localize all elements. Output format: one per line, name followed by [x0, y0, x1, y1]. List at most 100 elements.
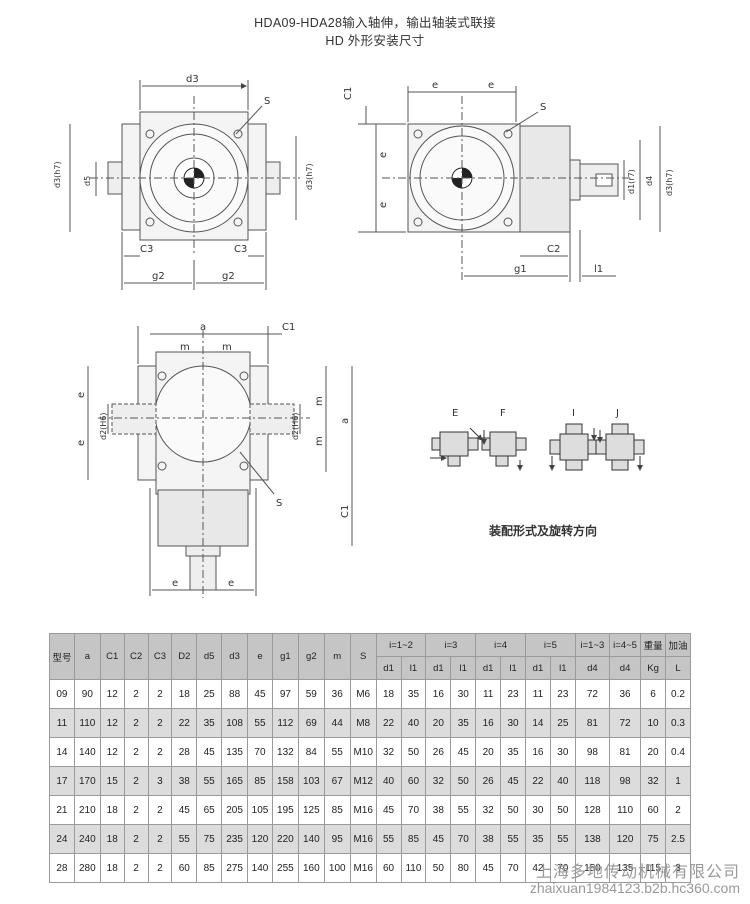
v3-label-d2-left: d2(H6) — [99, 412, 108, 440]
table-cell: 85 — [196, 853, 223, 883]
table-cell: 18 — [171, 679, 198, 709]
table-header-cell: C2 — [123, 633, 149, 680]
table-cell: 26 — [475, 766, 502, 796]
table-cell: 17 — [49, 766, 75, 796]
table-cell: 70 — [400, 795, 427, 825]
table-cell: 10 — [640, 708, 667, 738]
table-cell: 1 — [665, 766, 691, 796]
v3-label-c1: C1 — [282, 322, 295, 333]
table-header-cell: i=1~3 — [574, 633, 611, 657]
table-cell: 2 — [665, 795, 691, 825]
table-cell: 67 — [323, 766, 351, 796]
table-cell: 55 — [500, 824, 526, 854]
table-cell: 70 — [450, 824, 477, 854]
table-cell: 16 — [425, 679, 452, 709]
table-cell: 0.2 — [665, 679, 691, 709]
table-cell: 85 — [400, 824, 427, 854]
table-cell: 60 — [640, 795, 667, 825]
table-cell: 2 — [147, 795, 173, 825]
table-cell: 20 — [640, 737, 667, 767]
table-cell: 15 — [99, 766, 125, 796]
table-cell: 2.5 — [665, 824, 691, 854]
table-cell: 81 — [574, 708, 611, 738]
table-header-cell: m — [323, 633, 351, 680]
table-cell: 26 — [425, 737, 452, 767]
table-cell: 255 — [271, 853, 299, 883]
table-cell: 28 — [49, 853, 75, 883]
table-cell: M8 — [349, 708, 377, 738]
v2-label-e-down: e — [378, 202, 389, 208]
table-cell: 40 — [400, 708, 427, 738]
v1-label-g2-right: g2 — [222, 271, 235, 282]
table-cell: 75 — [196, 824, 223, 854]
table-cell: 2 — [147, 737, 173, 767]
table-cell: 88 — [221, 679, 249, 709]
table-cell: 32 — [375, 737, 402, 767]
table-cell: 59 — [297, 679, 325, 709]
table-cell: 140 — [247, 853, 273, 883]
v3-label-m-up: m — [314, 396, 325, 406]
table-cell: 14 — [49, 737, 75, 767]
table-cell: 280 — [73, 853, 101, 883]
table-cell: 98 — [574, 737, 611, 767]
table-cell: 120 — [247, 824, 273, 854]
v2-label-s: S — [540, 102, 546, 113]
table-cell: 135 — [609, 853, 642, 883]
table-cell: 44 — [323, 708, 351, 738]
v1-label-d3: d3 — [186, 74, 199, 85]
table-header-cell: i=3 — [425, 633, 477, 657]
table-cell: 16 — [475, 708, 502, 738]
table-subheader-cell: d1 — [525, 656, 551, 680]
table-cell: 60 — [171, 853, 198, 883]
table-cell: 36 — [323, 679, 351, 709]
table-cell: 2 — [123, 824, 149, 854]
table-cell: 115 — [640, 853, 667, 883]
table-subheader-cell: d4 — [574, 656, 611, 680]
v1-label-c3-left: C3 — [140, 244, 153, 255]
table-header-cell: e — [247, 633, 273, 680]
table-cell: 118 — [574, 766, 611, 796]
table-cell: 70 — [500, 853, 526, 883]
table-cell: 2 — [123, 708, 149, 738]
v2-label-e-right: e — [488, 80, 494, 91]
table-cell: 45 — [171, 795, 198, 825]
watermark-company: 上海多地传动机械有限公司 — [535, 864, 740, 881]
watermark-url: zhaixuan1984123.b2b.hc360.com — [529, 880, 740, 896]
table-cell: 11 — [49, 708, 75, 738]
table-cell: 138 — [574, 824, 611, 854]
table-cell: 23 — [500, 679, 526, 709]
v3-label-a-side: a — [340, 418, 351, 424]
table-cell: 35 — [450, 708, 477, 738]
table-cell: 84 — [297, 737, 325, 767]
table-cell: M16 — [349, 795, 377, 825]
table-cell: 72 — [574, 679, 611, 709]
table-header-cell: i=4~5 — [609, 633, 642, 657]
table-cell: 18 — [99, 795, 125, 825]
table-cell: 35 — [525, 824, 551, 854]
table-cell: 112 — [271, 708, 299, 738]
table-header-cell: i=5 — [525, 633, 576, 657]
v3-label-m-right: m — [222, 342, 232, 353]
table-header-cell: 型号 — [49, 633, 75, 680]
table-cell: 81 — [609, 737, 642, 767]
table-cell: 103 — [297, 766, 325, 796]
v3-label-e-up: e — [76, 392, 87, 398]
assembly-icon-e — [430, 427, 483, 467]
v2-label-d4: d4 — [645, 176, 654, 186]
view-3-top — [87, 326, 353, 598]
table-cell: 38 — [425, 795, 452, 825]
drawing-subtitle: HD 外形安装尺寸 — [325, 34, 425, 48]
table-cell: 140 — [73, 737, 101, 767]
table-cell: 98 — [609, 766, 642, 796]
table-cell: 50 — [549, 795, 576, 825]
table-cell: 12 — [99, 737, 125, 767]
table-cell: 55 — [375, 824, 402, 854]
table-cell: 45 — [500, 766, 526, 796]
v2-label-g1: g1 — [514, 264, 527, 275]
table-cell: 160 — [297, 853, 325, 883]
table-cell: 11 — [525, 679, 551, 709]
table-cell: 32 — [640, 766, 667, 796]
table-cell: 70 — [247, 737, 273, 767]
table-cell: 2 — [147, 708, 173, 738]
assembly-caption: 装配形式及旋转方向 — [488, 524, 597, 538]
